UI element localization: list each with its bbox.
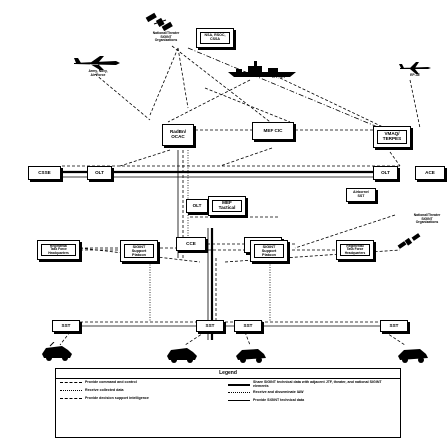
sst-box-1: SST (52, 320, 80, 332)
regimental-hq-right-label: Regimental Task Force Headquarters (340, 244, 370, 256)
sigint-platoon-left-box: SIGINT Support Platoon (120, 240, 158, 262)
vmaq-terpes-label: VMAQ/ TERPES (377, 130, 407, 144)
radbn-ocac-box: RadBn/ OCAC (162, 124, 194, 146)
vehicle-icon-1 (42, 342, 72, 361)
army-navy-airforce-label: Army, Navy, Air Force (88, 69, 108, 77)
sst-box-4: SST (380, 320, 408, 332)
regimental-hq-right-box: Regimental Task Force Headquarters (336, 240, 374, 260)
legend-item-command-control: Provide command and control (60, 380, 220, 385)
legend-item-collected-data: Receive collected data (60, 388, 220, 393)
mef-tactical-label: MEF Tactical (212, 200, 242, 212)
legend-item-receive-disseminate: Receive and disseminate IAW (228, 390, 396, 395)
legend-item-provide-technical: Provide SIGINT technical data (228, 398, 396, 403)
legend-item-share-technical: Share SIGINT technical data with adjacen… (228, 380, 396, 389)
sst-box-3: SST (234, 320, 262, 332)
sigint-platoon-right-label: SIGINT Support Platoon (254, 244, 284, 258)
airborne-sst-box: Airborne/ SST (346, 188, 376, 202)
link-army-radbn (94, 73, 151, 121)
olt-right-box: OLT (373, 166, 398, 180)
nsa-rsoc-cssa-label: NSA, RSOC, CSSA (200, 32, 230, 44)
legend-item-decision-support: Provide decision support intelligence (60, 396, 220, 401)
vehicle-icon-4 (398, 349, 428, 363)
national-theater-label-right: National/Theater SIGINT Organizations (413, 213, 441, 225)
ep3e-label: EP-3E (410, 73, 420, 77)
ship-icon (228, 61, 296, 77)
aircraft-ep3e-icon (399, 62, 431, 74)
regimental-hq-left-box: Regimental Task Force Headquarters (37, 240, 80, 260)
mef-tactical-box: MEF Tactical (208, 196, 246, 216)
link-ep3e-vmaq (409, 79, 421, 129)
olt-mid-box: OLT (186, 199, 208, 213)
link-national-radbn (149, 47, 179, 116)
sigint-platoon-right-box: SIGINT Support Platoon (250, 240, 288, 262)
regimental-hq-left-label: Regimental Task Force Headquarters (41, 244, 76, 256)
cce-box: CCE (176, 237, 206, 251)
nsa-rsoc-cssa-box: NSA, RSOC, CSSA (196, 28, 234, 48)
sst-box-2: SST (196, 320, 224, 332)
olt-left-box: OLT (87, 166, 112, 180)
aircraft-icon (74, 56, 120, 70)
sigint-platoon-left-label: SIGINT Support Platoon (124, 244, 154, 258)
link-national-mefcic (171, 45, 275, 126)
mef-cic-box: MEF CIC (252, 122, 294, 140)
legend-title: Legend (56, 369, 400, 379)
csse-box: CSSE (28, 166, 61, 180)
vehicle-icon-2 (167, 348, 197, 363)
national-theater-label-top: National/Theater SIGINT Organizations (152, 31, 180, 43)
legend: Legend Provide command and control Recei… (55, 368, 401, 438)
link-national-vmaq (187, 47, 381, 129)
satellite-right-icon (397, 233, 421, 249)
ace-box: ACE (415, 166, 445, 180)
satellite-icon (145, 12, 173, 32)
vmaq-terpes-box: VMAQ/ TERPES (373, 126, 411, 148)
vehicle-icon-3 (236, 349, 266, 363)
jtf-ntf-label: JTF, NTF (271, 75, 287, 79)
